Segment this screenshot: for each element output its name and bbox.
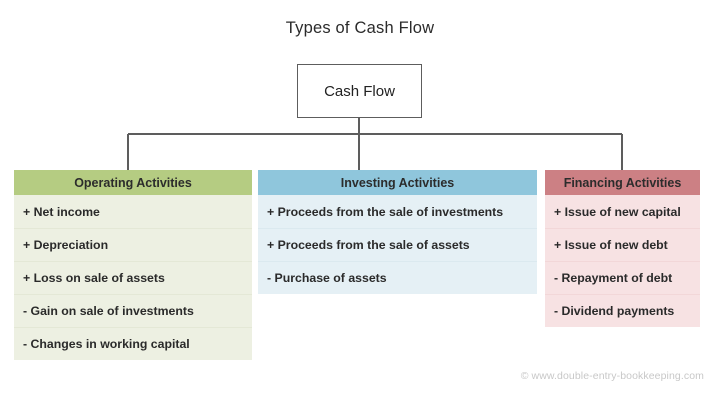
column-body-financing: + Issue of new capital + Issue of new de… <box>545 195 700 327</box>
list-item[interactable]: + Depreciation <box>14 228 252 261</box>
column-header-investing: Investing Activities <box>258 170 537 195</box>
list-item[interactable]: + Issue of new debt <box>545 228 700 261</box>
column-header-financing: Financing Activities <box>545 170 700 195</box>
list-item[interactable]: + Net income <box>23 204 100 219</box>
list-item[interactable]: + Loss on sale of assets <box>14 261 252 294</box>
column-body-investing: + Proceeds from the sale of investments … <box>258 195 537 294</box>
list-item[interactable]: - Changes in working capital <box>14 327 252 360</box>
column-financing-activities[interactable]: Financing Activities + Issue of new capi… <box>545 170 700 327</box>
copyright-footer: © www.double-entry-bookkeeping.com <box>520 370 704 382</box>
root-node-label: Cash Flow <box>324 82 395 100</box>
list-item[interactable]: - Gain on sale of investments <box>14 294 252 327</box>
root-node-cash-flow[interactable]: Cash Flow <box>297 64 422 118</box>
list-item[interactable]: + Issue of new capital <box>554 204 681 219</box>
column-operating-activities[interactable]: Operating Activities + Net income + Depr… <box>14 170 252 360</box>
list-item[interactable]: - Repayment of debt <box>545 261 700 294</box>
list-item[interactable]: - Dividend payments <box>545 294 700 327</box>
list-item[interactable]: - Purchase of assets <box>258 261 537 294</box>
column-investing-activities[interactable]: Investing Activities + Proceeds from the… <box>258 170 537 294</box>
list-item[interactable]: + Proceeds from the sale of assets <box>258 228 537 261</box>
column-body-operating: + Net income + Depreciation + Loss on sa… <box>14 195 252 360</box>
list-item[interactable]: + Proceeds from the sale of investments <box>267 204 504 219</box>
column-header-operating: Operating Activities <box>14 170 252 195</box>
page-title: Types of Cash Flow <box>285 19 435 37</box>
